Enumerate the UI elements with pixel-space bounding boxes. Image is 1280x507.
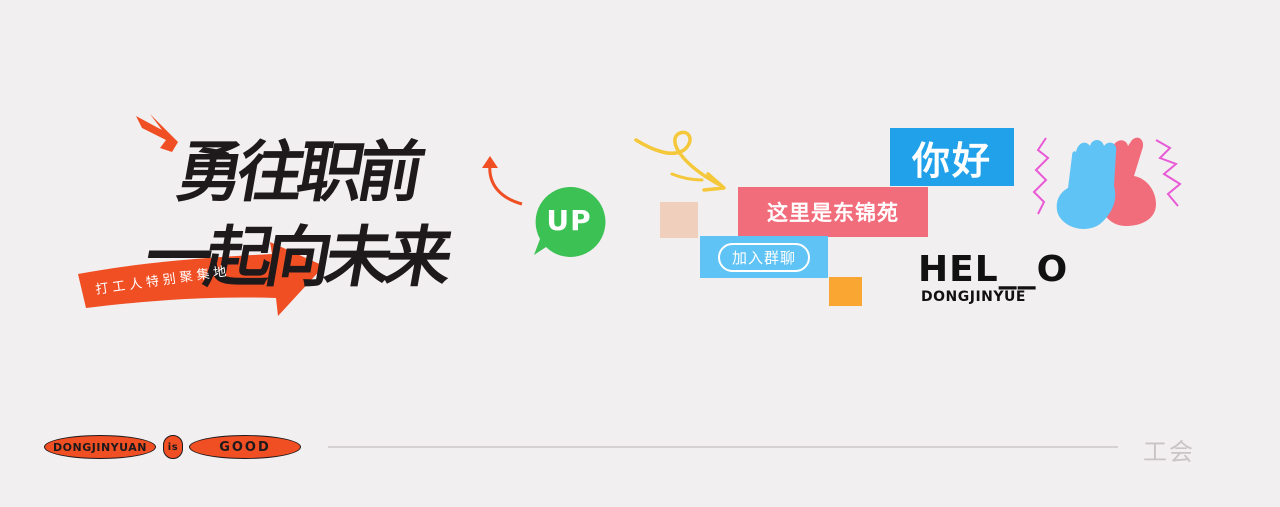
footer-pill-dongjinyuan: DONGJINYUAN [44, 435, 156, 459]
footer-divider [328, 446, 1118, 448]
footer-pill-is: is [163, 435, 183, 459]
ribbon-arrow-icon [78, 242, 324, 316]
hello-wordmark: HEL__O [918, 249, 1069, 290]
greeting-box: 你好 [890, 128, 1014, 186]
hello-subtitle: DONGJINYUE [921, 289, 1026, 305]
decor-square-peach [660, 202, 698, 238]
decor-square-orange [829, 277, 862, 306]
join-group-button[interactable]: 加入群聊 [717, 242, 810, 272]
squiggle-arrow-icon [634, 130, 726, 192]
curved-arrow-icon [482, 156, 523, 206]
footer-label: 工会 [1143, 438, 1195, 466]
burst-arrow-icon [136, 114, 178, 152]
headline-box: 这里是东锦苑 [738, 187, 928, 237]
footer-pill-good: GOOD [189, 435, 301, 459]
up-badge-label: UP [546, 204, 592, 237]
title-line-1: 勇往职前 [171, 134, 425, 211]
high-five-icon [1032, 137, 1182, 229]
join-button-container: 加入群聊 [700, 236, 828, 278]
speech-bubble-icon [534, 186, 606, 257]
